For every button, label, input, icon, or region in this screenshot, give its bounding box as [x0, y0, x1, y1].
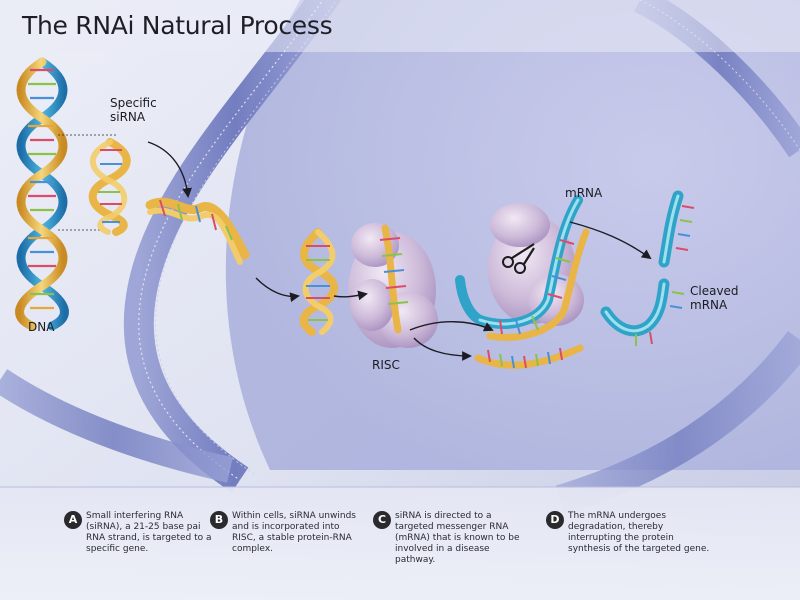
step-b-badge: B	[210, 511, 228, 529]
risc-complex	[348, 223, 438, 348]
label-risc: RISC	[372, 358, 400, 372]
step-a-badge: A	[64, 511, 82, 529]
step-descriptions: A Small interfering RNA (siRNA), a 21-25…	[0, 487, 800, 600]
step-a-text: Small interfering RNA (siRNA), a 21-25 b…	[86, 511, 212, 554]
label-cleaved-line2: mRNA	[690, 298, 728, 312]
cleaved-mrna	[600, 190, 695, 346]
dna-helix	[15, 57, 69, 331]
label-sirna-line2: siRNA	[110, 110, 146, 124]
sirna-cytoplasm	[299, 228, 338, 336]
dna-sirna-bracket	[58, 134, 118, 231]
footer-band	[0, 487, 800, 600]
step-c-text: siRNA is directed to a targeted messenge…	[395, 511, 520, 565]
label-cleaved-mrna: Cleaved mRNA	[690, 284, 739, 312]
scissors-icon	[502, 243, 535, 274]
released-strand	[474, 344, 584, 369]
diagram-title: The RNAi Natural Process	[22, 11, 333, 40]
step-c-badge: C	[373, 511, 391, 529]
risc-mrna-complex	[455, 195, 590, 342]
label-sirna-line1: Specific	[110, 96, 157, 110]
label-mrna: mRNA	[565, 186, 603, 200]
step-b-text: Within cells, siRNA unwinds and is incor…	[232, 511, 356, 554]
flow-arrows	[147, 141, 652, 361]
label-cleaved-line1: Cleaved	[690, 284, 739, 298]
sirna-crossing	[145, 197, 250, 265]
label-dna: DNA	[28, 320, 55, 334]
sirna-helix	[88, 138, 131, 236]
step-d-text: The mRNA undergoes degradation, thereby …	[568, 511, 710, 554]
step-d-badge: D	[546, 511, 564, 529]
label-specific-sirna: Specific siRNA	[110, 96, 157, 124]
